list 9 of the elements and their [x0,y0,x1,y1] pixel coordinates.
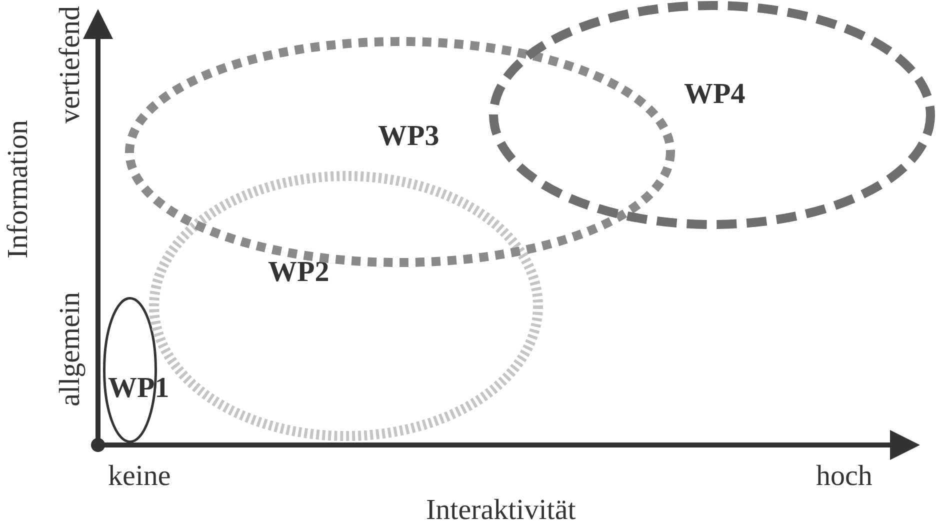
axis-title: Interaktivität [426,496,576,525]
axis-scale-label: vertiefend [56,6,85,124]
region-label: WP2 [268,258,330,287]
region-label: WP3 [378,122,440,151]
region-label: WP4 [684,80,746,109]
axis-scale-label: allgemein [56,292,85,406]
axis-title: Information [4,120,33,259]
axis-scale-label: hoch [816,462,872,491]
axis-scale-label: keine [108,462,171,491]
